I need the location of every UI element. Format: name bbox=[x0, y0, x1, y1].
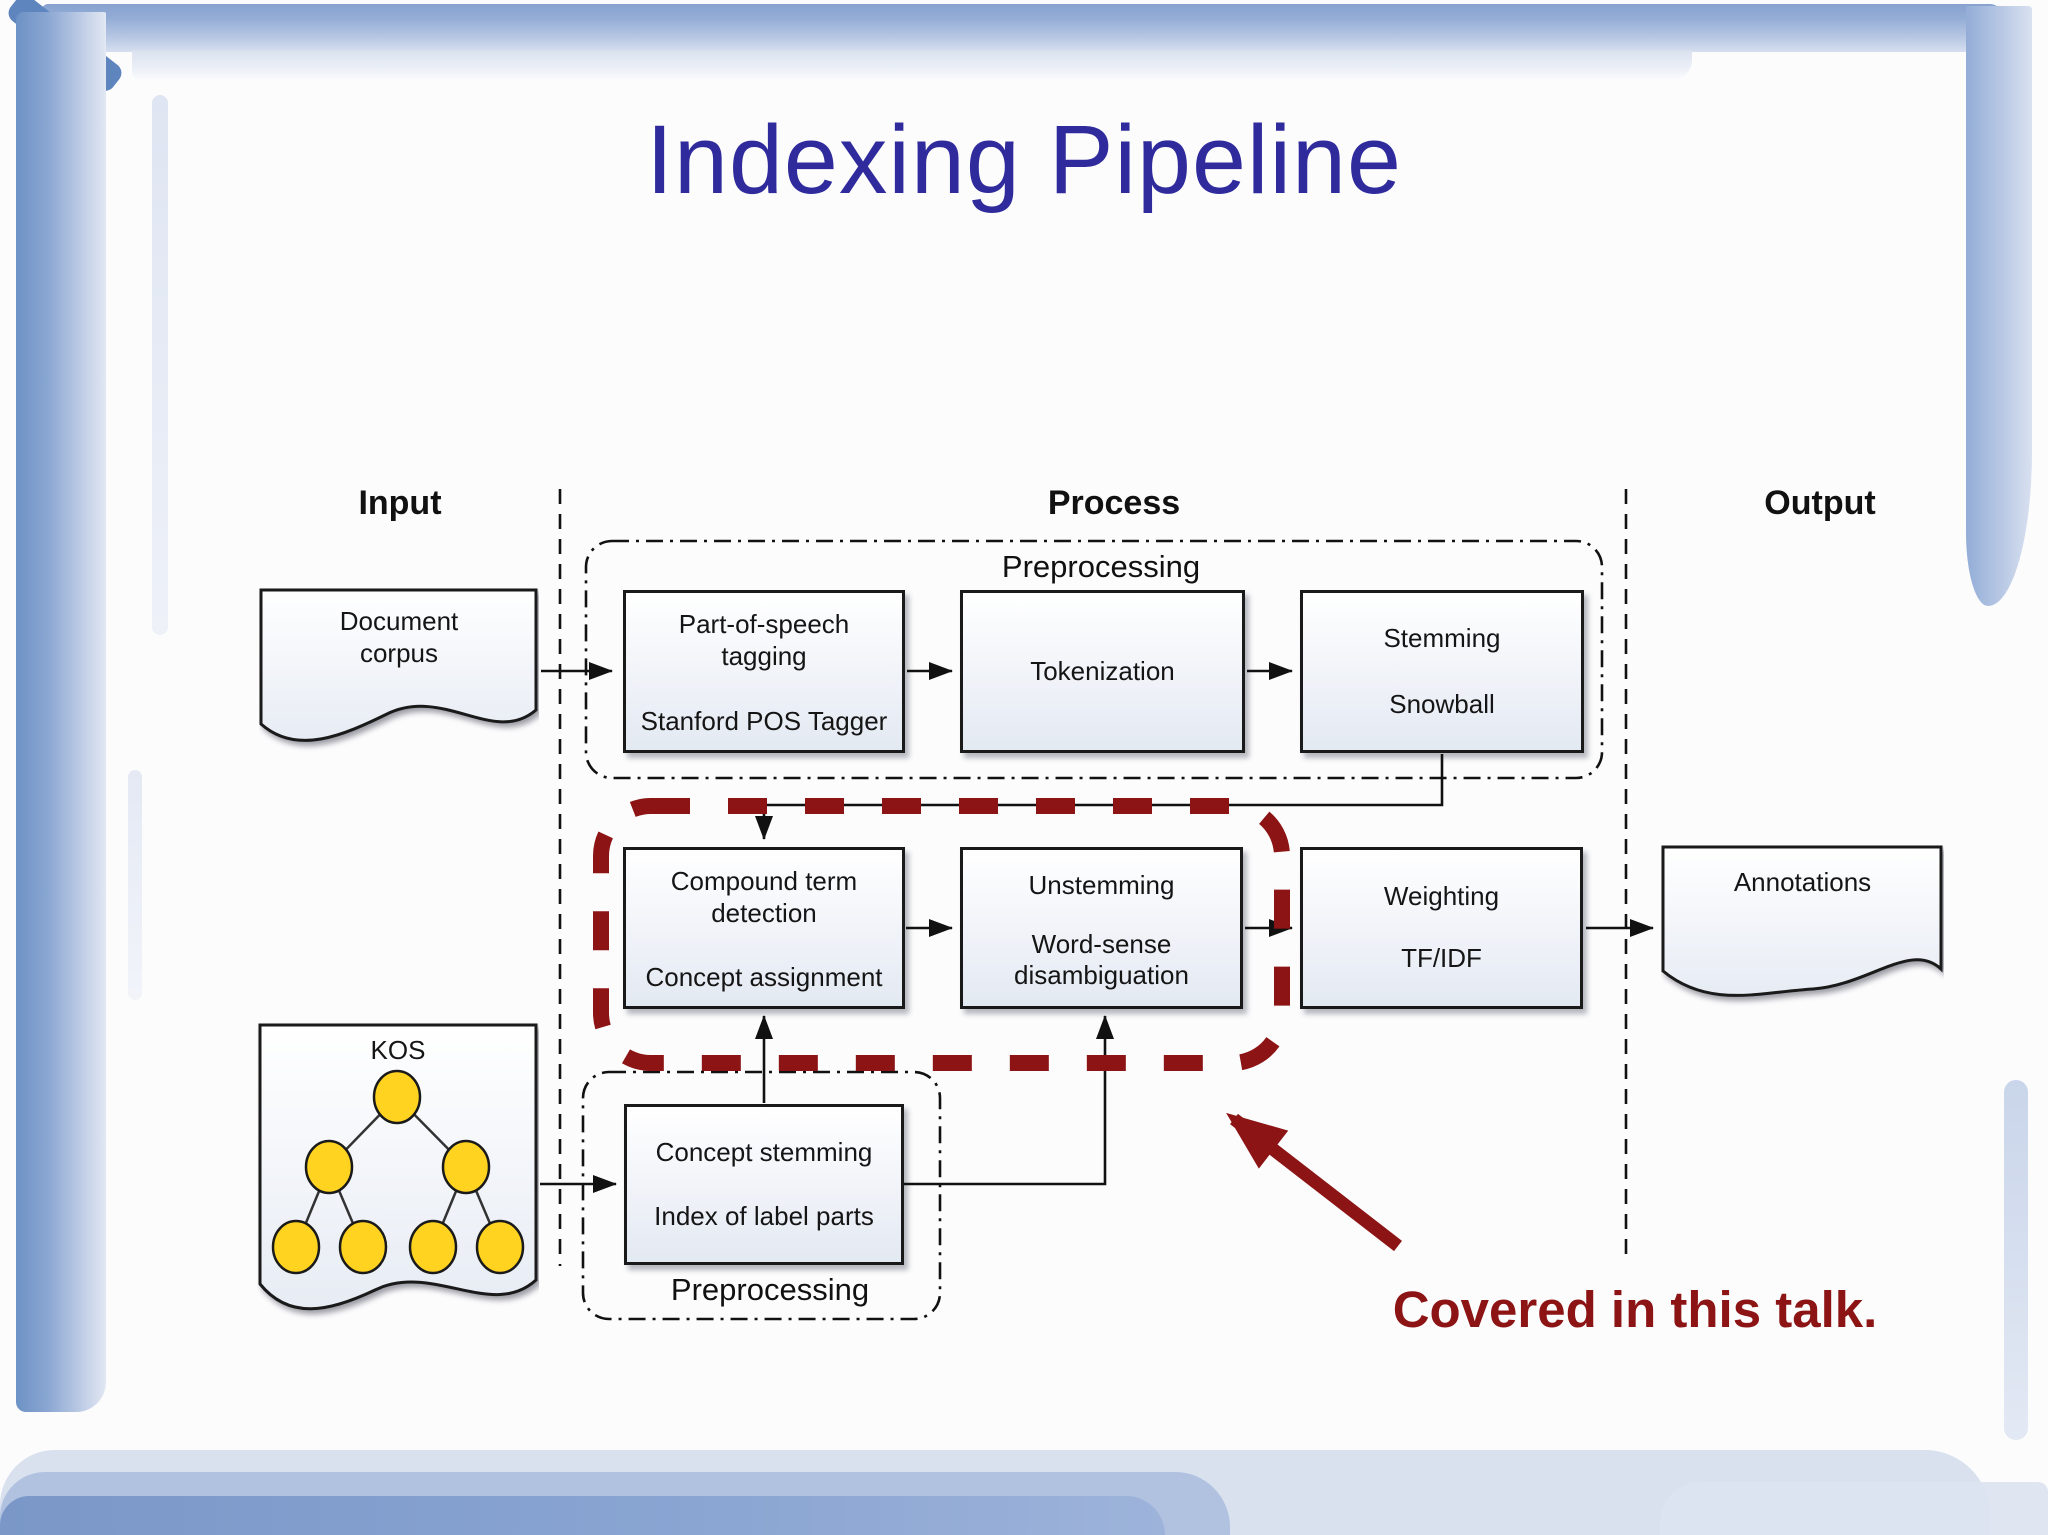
frame-left-streak-lower bbox=[128, 770, 142, 1000]
kos-shape: KOS bbox=[257, 1022, 539, 1322]
pos-title-line1: Part-of-speech bbox=[678, 609, 850, 639]
preprocessing-top-label: Preprocessing bbox=[1001, 549, 1201, 584]
highlight-arrow bbox=[1226, 1112, 1402, 1252]
pos-subtitle: Stanford POS Tagger bbox=[640, 706, 888, 737]
column-header-process: Process bbox=[1047, 484, 1181, 522]
unstemming-subtitle-line1: Word-sense bbox=[1031, 928, 1172, 959]
frame-bottom-right-wash bbox=[1660, 1482, 2048, 1535]
frame-top-shade bbox=[132, 50, 1692, 80]
document-corpus-line1: Document bbox=[339, 606, 459, 636]
box-pos-tagging: Part-of-speech tagging Stanford POS Tagg… bbox=[623, 590, 905, 753]
covered-note: Covered in this talk. bbox=[1392, 1281, 1878, 1338]
tokenization-title: Tokenization bbox=[1030, 655, 1175, 686]
kos-tree-nodes bbox=[271, 1069, 525, 1275]
page-title: Indexing Pipeline bbox=[646, 105, 1402, 214]
compound-title: Compound term detection bbox=[671, 866, 857, 929]
frame-left-stroke bbox=[16, 12, 106, 1412]
kos-tree-node bbox=[372, 1069, 422, 1125]
document-corpus-shape: Document corpus bbox=[259, 588, 539, 760]
compound-title-line2: detection bbox=[711, 897, 817, 928]
document-icon bbox=[259, 588, 538, 742]
frame-left-streak bbox=[152, 95, 168, 635]
frame-top-stroke bbox=[42, 4, 2002, 52]
weighting-title: Weighting bbox=[1383, 881, 1500, 912]
compound-subtitle: Concept assignment bbox=[645, 962, 883, 993]
kos-tree-icon bbox=[258, 1023, 538, 1311]
kos-tree-node bbox=[408, 1219, 458, 1275]
annotations-shape: Annotations bbox=[1661, 845, 1944, 1013]
kos-tree-node bbox=[271, 1219, 321, 1275]
arrow-concept-to-unstemming bbox=[904, 1015, 1114, 1186]
frame-bottom-wash-dark bbox=[0, 1496, 1165, 1535]
document-corpus-label: Document corpus bbox=[259, 588, 539, 669]
arrow-stemming-to-compound bbox=[755, 754, 1444, 840]
box-pos-tagging-title: Part-of-speech tagging bbox=[679, 609, 850, 672]
kos-tree-node bbox=[338, 1219, 388, 1275]
stemming-title: Stemming bbox=[1383, 622, 1501, 653]
stemming-subtitle: Snowball bbox=[1389, 688, 1495, 719]
kos-tree-node bbox=[441, 1139, 491, 1195]
frame-right-streak-lower bbox=[2004, 1080, 2028, 1440]
frame-right-stroke bbox=[1966, 6, 2032, 606]
box-tokenization: Tokenization bbox=[960, 590, 1245, 753]
unstemming-subtitle: Word-sense disambiguation bbox=[1014, 929, 1189, 992]
kos-tree-node bbox=[304, 1139, 354, 1195]
concept-stemming-line1: Concept stemming bbox=[655, 1136, 873, 1167]
preprocessing-bottom-label: Preprocessing bbox=[670, 1272, 870, 1307]
unstemming-subtitle-line2: disambiguation bbox=[1014, 960, 1189, 991]
box-unstemming: Unstemming Word-sense disambiguation bbox=[960, 847, 1243, 1009]
annotations-label-wrap: Annotations bbox=[1661, 845, 1944, 899]
column-header-output: Output bbox=[1764, 484, 1876, 522]
pos-title-line2: tagging bbox=[721, 640, 807, 671]
document-corpus-line2: corpus bbox=[359, 637, 439, 668]
kos-label: KOS bbox=[370, 1035, 426, 1065]
kos-label-wrap: KOS bbox=[257, 1022, 539, 1067]
column-header-input: Input bbox=[358, 484, 442, 522]
kos-tree-node bbox=[475, 1219, 525, 1275]
concept-stemming-line2: Index of label parts bbox=[654, 1200, 874, 1231]
compound-title-line1: Compound term bbox=[670, 866, 858, 896]
box-weighting: Weighting TF/IDF bbox=[1300, 847, 1583, 1009]
document-icon bbox=[1661, 845, 1943, 997]
box-compound-term: Compound term detection Concept assignme… bbox=[623, 847, 905, 1009]
box-concept-stemming: Concept stemming Index of label parts bbox=[624, 1104, 904, 1265]
box-stemming: Stemming Snowball bbox=[1300, 590, 1584, 753]
annotations-label: Annotations bbox=[1733, 867, 1872, 897]
weighting-subtitle: TF/IDF bbox=[1401, 943, 1482, 973]
unstemming-title: Unstemming bbox=[1028, 870, 1175, 900]
